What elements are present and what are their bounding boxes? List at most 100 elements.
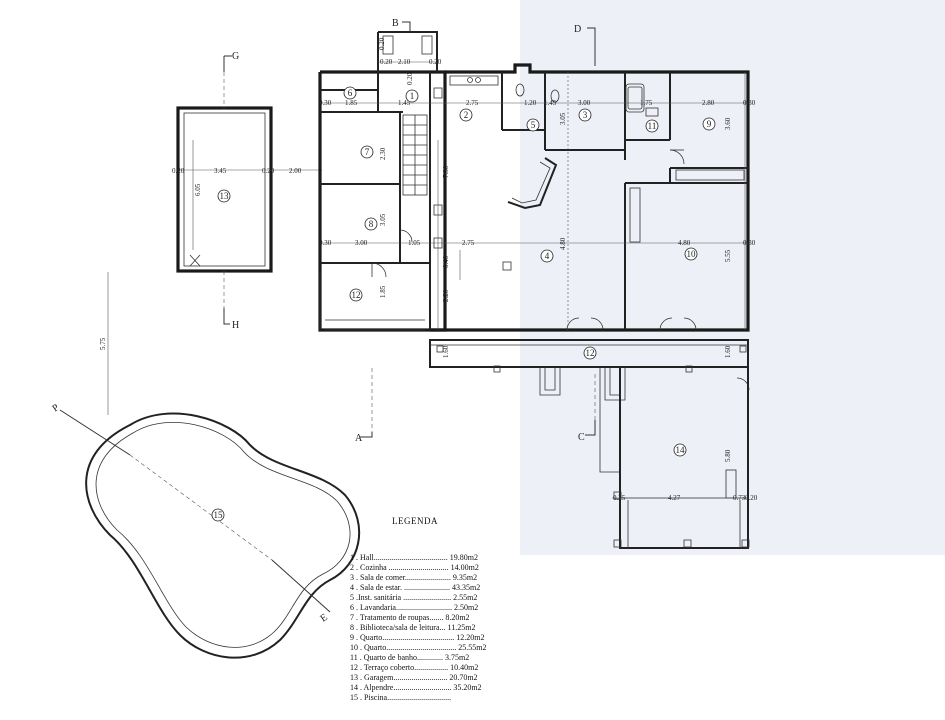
section-line-g: G — [223, 51, 239, 108]
room-label-5: 5 — [526, 118, 540, 132]
scan-shade — [520, 0, 945, 555]
room-label-8: 8 — [364, 217, 378, 231]
legend-item: 15 . Piscina............................… — [350, 693, 451, 702]
dim-label: 3.60 — [724, 117, 732, 130]
dim-label: 3.00 — [355, 239, 368, 247]
dim-label: 2.75 — [466, 99, 479, 107]
legend-item: 13 . Garagem........................... … — [350, 673, 478, 682]
legend-item: 8 . Biblioteca/sala de leitura... 11.25m… — [350, 623, 475, 632]
dim-label: 1.20 — [524, 99, 537, 107]
legend-item: 2 . Cozinha ............................… — [350, 563, 479, 572]
svg-text:10: 10 — [687, 249, 697, 259]
dim-label: 3.05 — [379, 213, 387, 226]
dim-label: 1.45 — [544, 99, 557, 107]
garage-block: 0.20 3.45 0.20 2.00 6.05 — [172, 106, 322, 273]
dim-label: 6.05 — [194, 183, 202, 196]
room-label-3: 3 — [578, 108, 592, 122]
dim-label: 2.00 — [289, 167, 302, 175]
dim-label: 4.27 — [668, 494, 681, 502]
legend-title: LEGENDA — [392, 516, 438, 526]
room-label-10: 10 — [684, 247, 698, 261]
dim-label: 3.05 — [559, 112, 567, 125]
svg-text:11: 11 — [648, 121, 657, 131]
section-line-h: H — [223, 271, 239, 331]
svg-text:2: 2 — [464, 110, 469, 120]
room-labels: 1 2 3 4 5 6 7 8 9 10 11 12 12 13 14 15 — [211, 86, 716, 522]
svg-text:9: 9 — [707, 119, 712, 129]
dim-label: 2.80 — [702, 99, 715, 107]
dim-label: 4.80 — [678, 239, 691, 247]
dim-label: 1.05 — [408, 239, 421, 247]
room-label-13: 13 — [217, 189, 231, 203]
dim-label: 7.30 — [442, 165, 450, 178]
dim-label: 0.20 — [378, 37, 386, 50]
room-label-12-front: 12 — [583, 346, 597, 360]
section-label: E — [318, 612, 329, 625]
swimming-pool: P E — [50, 402, 361, 659]
legend-item: 7 . Tratamento de roupas....... 8.20m2 — [350, 613, 470, 622]
dim-label: 3.00 — [578, 99, 591, 107]
dim-label: 0.25 — [613, 494, 626, 502]
svg-text:3: 3 — [583, 110, 588, 120]
room-label-6: 6 — [343, 86, 357, 100]
legend-item: 12 . Terraço coberto................. 10… — [350, 663, 478, 672]
room-label-12-left: 12 — [349, 288, 363, 302]
section-label: B — [392, 18, 399, 29]
legend-item: 1 . Hall................................… — [350, 553, 478, 562]
svg-text:4: 4 — [545, 251, 550, 261]
house-walls — [318, 31, 750, 332]
room-label-15: 15 — [211, 508, 225, 522]
dim-label: 5.75 — [99, 337, 107, 350]
svg-text:1: 1 — [410, 91, 415, 101]
dim-label: 1.60 — [442, 345, 450, 358]
svg-text:8: 8 — [369, 219, 374, 229]
dimension-texts: 0.30 1.85 2.10 0.20 0.20 1.45 2.75 1.20 … — [99, 37, 758, 502]
dim-label: 2.30 — [379, 147, 387, 160]
legend-items: 1 . Hall................................… — [350, 553, 486, 702]
svg-text:7: 7 — [365, 147, 370, 157]
legend-item: 6 . Lavandaria..........................… — [350, 603, 478, 612]
dim-label: 0.20 — [406, 72, 414, 85]
room-label-2: 2 — [459, 108, 473, 122]
dim-label: 1.60 — [724, 345, 732, 358]
svg-text:14: 14 — [676, 445, 686, 455]
dim-label: 0.73 — [733, 494, 746, 502]
dim-label: 0.30 — [743, 99, 756, 107]
staircase — [402, 114, 428, 196]
room-label-7: 7 — [360, 145, 374, 159]
legend-item: 4 . Sala de estar. .....................… — [350, 583, 480, 592]
dim-label: 5.80 — [724, 449, 732, 462]
room-label-9: 9 — [702, 117, 716, 131]
svg-text:6: 6 — [348, 88, 353, 98]
dimension-lines — [107, 61, 748, 499]
dim-label: 0.30 — [319, 99, 332, 107]
dim-label: 1.75 — [640, 99, 653, 107]
dim-label: 1.85 — [379, 285, 387, 298]
section-label: P — [50, 402, 61, 414]
dim-label: 1.45 — [398, 99, 411, 107]
dim-label: 5.55 — [724, 249, 732, 262]
dim-label: 0.20 — [262, 167, 275, 175]
section-label: C — [578, 432, 585, 443]
legend: LEGENDA 1 . Hall........................… — [350, 516, 486, 702]
legend-item: 5 .Inst. sanitária .....................… — [350, 593, 477, 602]
dim-label: 4.80 — [559, 237, 567, 250]
svg-text:15: 15 — [214, 510, 224, 520]
dim-label: 0.30 — [319, 239, 332, 247]
dim-label: 0.20 — [172, 167, 185, 175]
section-label: D — [574, 24, 581, 35]
dim-label: 0.30 — [743, 239, 756, 247]
room-label-1: 1 — [405, 89, 419, 103]
legend-item: 3 . Sala de comer.......................… — [350, 573, 477, 582]
legend-item: 14 . Alpendre...........................… — [350, 683, 482, 692]
dim-label: 0.40 — [442, 255, 450, 268]
room-label-11: 11 — [645, 119, 659, 133]
dim-label: 1.85 — [345, 99, 358, 107]
svg-text:12: 12 — [352, 290, 361, 300]
left-terrace — [319, 272, 425, 331]
dim-label: 2.75 — [462, 239, 475, 247]
dim-label: 2.10 — [398, 58, 411, 66]
svg-text:5: 5 — [531, 120, 536, 130]
legend-item: 11 . Quarto de banho............. 3.75m2 — [350, 653, 469, 662]
